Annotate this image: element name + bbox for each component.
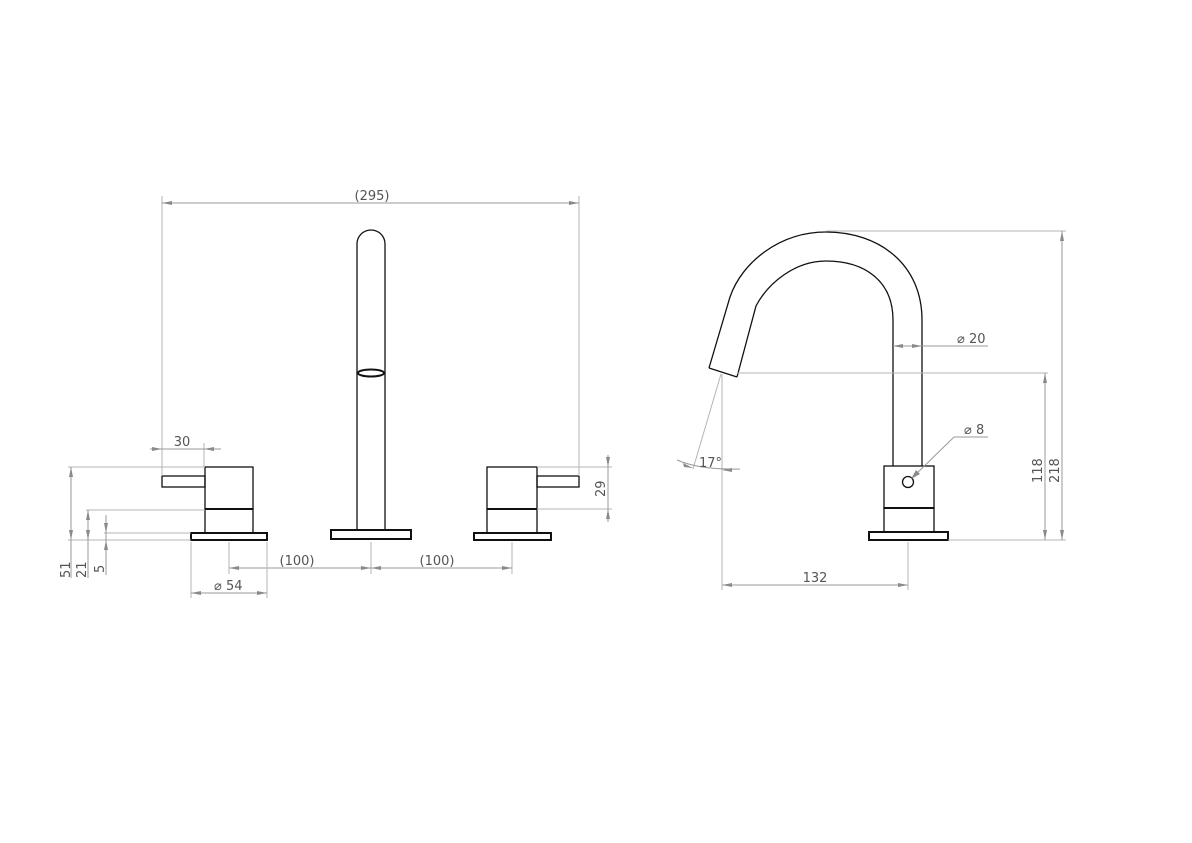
dim-lever-length: 30 xyxy=(150,435,221,476)
diameter-symbol: ⌀ xyxy=(964,423,972,438)
dim-spout-diameter: ⌀ 20 xyxy=(893,332,988,348)
dim-handle-height: 29 xyxy=(537,455,612,522)
dim-spacing-left: (100) xyxy=(228,542,372,574)
diameter-symbol: ⌀ xyxy=(214,579,222,594)
dim-spout-reach: 132 xyxy=(722,542,909,590)
hole-diameter-label: 8 xyxy=(976,423,984,438)
lever-length-label: 30 xyxy=(174,435,191,450)
dim-heights-right: 118 218 xyxy=(737,230,1066,541)
right-handle xyxy=(473,466,580,541)
lower-body-height-label: 21 xyxy=(75,561,90,578)
overall-height-label: 218 xyxy=(1048,458,1063,483)
overall-width-label: (295) xyxy=(355,189,390,204)
handle-height-label: 29 xyxy=(594,480,609,497)
dim-heights-left: 51 21 5 xyxy=(59,466,205,578)
dim-overall-width: (295) xyxy=(161,189,580,476)
spacing-left-label: (100) xyxy=(280,554,315,569)
side-handle xyxy=(868,465,949,541)
side-spout xyxy=(708,231,923,466)
base-thickness-label: 5 xyxy=(93,565,108,573)
side-view: ⌀ 20 ⌀ 8 17° xyxy=(676,230,1066,590)
front-view: (295) 30 51 21 xyxy=(59,189,612,598)
spout-reach-label: 132 xyxy=(803,571,828,586)
left-handle xyxy=(161,466,268,541)
body-height-label: 51 xyxy=(59,561,74,578)
outlet-height-label: 118 xyxy=(1031,458,1046,483)
spout-angle-label: 17° xyxy=(699,456,722,471)
front-spout xyxy=(330,229,412,540)
dim-spout-angle: 17° xyxy=(676,373,741,590)
diameter-symbol: ⌀ xyxy=(957,332,965,347)
dim-hole-diameter: ⌀ 8 xyxy=(910,423,988,480)
dim-spacing-right: (100) xyxy=(371,542,513,574)
spout-diameter-label: 20 xyxy=(969,332,986,347)
dim-base-diameter: ⌀ 54 xyxy=(190,542,268,598)
base-diameter-label: 54 xyxy=(226,579,243,594)
spacing-right-label: (100) xyxy=(420,554,455,569)
